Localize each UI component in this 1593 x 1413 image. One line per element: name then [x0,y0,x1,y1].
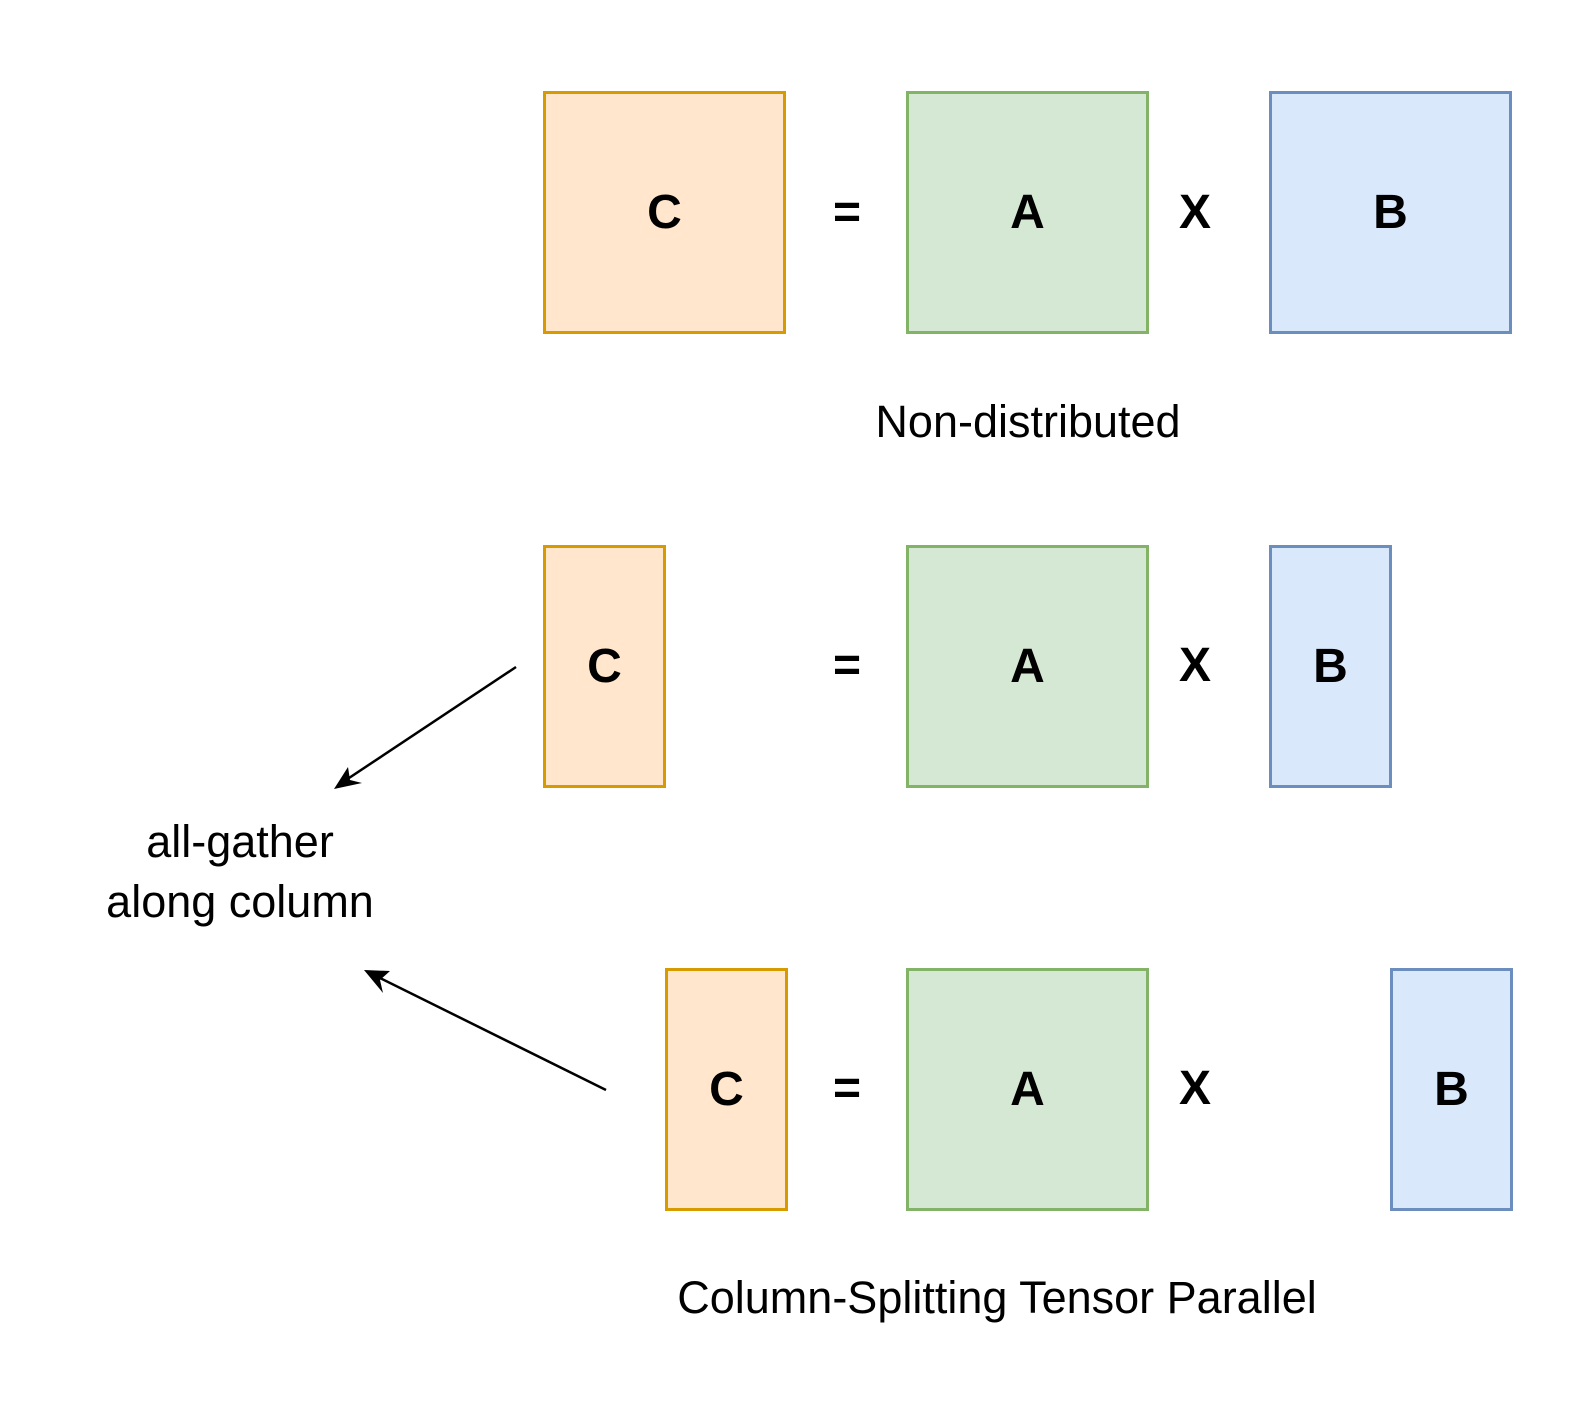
multiply-sign: X [1178,638,1211,692]
all-gather-label-line1: all-gather [146,816,334,867]
matrix-c-shard-2: C [665,968,788,1211]
matrix-c-full: C [543,91,786,334]
multiply-sign: X [1178,1061,1211,1115]
matrix-b-label: B [1373,186,1408,239]
arrow-shard-1-to-gather [339,665,517,786]
equals-sign: = [832,1061,862,1115]
matrix-c-label: C [709,1063,744,1116]
matrix-a-label: A [1010,640,1045,693]
matrix-c-shard-1: C [543,545,666,788]
arrowhead-shard-2 [364,970,390,993]
caption-column-splitting: Column-Splitting Tensor Parallel [677,1272,1317,1323]
multiply-sign: X [1178,185,1211,239]
matrix-b-label: B [1434,1063,1469,1116]
matrix-b-shard-2: B [1390,968,1513,1211]
matrix-c-label: C [587,640,622,693]
all-gather-label: all-gather along column [106,812,374,932]
matrix-a-shard-1: A [906,545,1149,788]
matrix-a-full: A [906,91,1149,334]
equals-sign: = [832,185,862,239]
arrow-shard-2-to-gather [375,974,607,1092]
matrix-a-shard-2: A [906,968,1149,1211]
all-gather-label-line2: along column [106,876,374,927]
matrix-b-full: B [1269,91,1512,334]
matrix-a-label: A [1010,186,1045,239]
matrix-b-label: B [1313,640,1348,693]
equals-sign: = [832,638,862,692]
matrix-b-shard-1: B [1269,545,1392,788]
matrix-a-label: A [1010,1063,1045,1116]
arrowhead-shard-1 [334,767,362,789]
caption-non-distributed: Non-distributed [875,396,1181,447]
matrix-c-label: C [647,186,682,239]
